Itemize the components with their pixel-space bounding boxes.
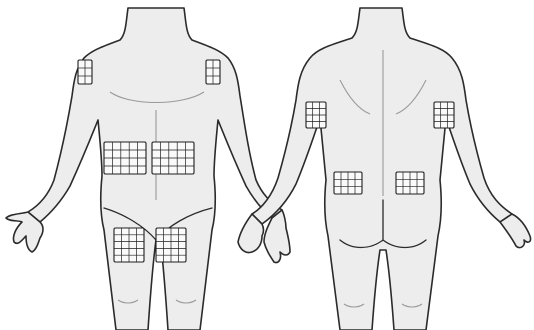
injection-grid-upper-arm-left <box>206 60 220 84</box>
injection-grid-upper-arm-right-back <box>434 102 454 128</box>
injection-grid-thigh-right <box>114 228 144 262</box>
back-body-figure <box>238 8 531 330</box>
injection-grid-upper-arm-right <box>78 60 92 84</box>
injection-grid-thigh-left <box>156 228 186 262</box>
back-right-hand <box>500 214 531 248</box>
injection-grid-abdomen-left <box>152 142 194 174</box>
injection-grid-buttock-upper-right <box>396 172 424 194</box>
injection-grid-abdomen-right <box>104 142 146 174</box>
injection-grid-upper-arm-left-back <box>306 102 326 128</box>
front-body-figure <box>6 8 290 330</box>
back-torso <box>252 8 512 330</box>
injection-grid-buttock-upper-left <box>334 172 362 194</box>
